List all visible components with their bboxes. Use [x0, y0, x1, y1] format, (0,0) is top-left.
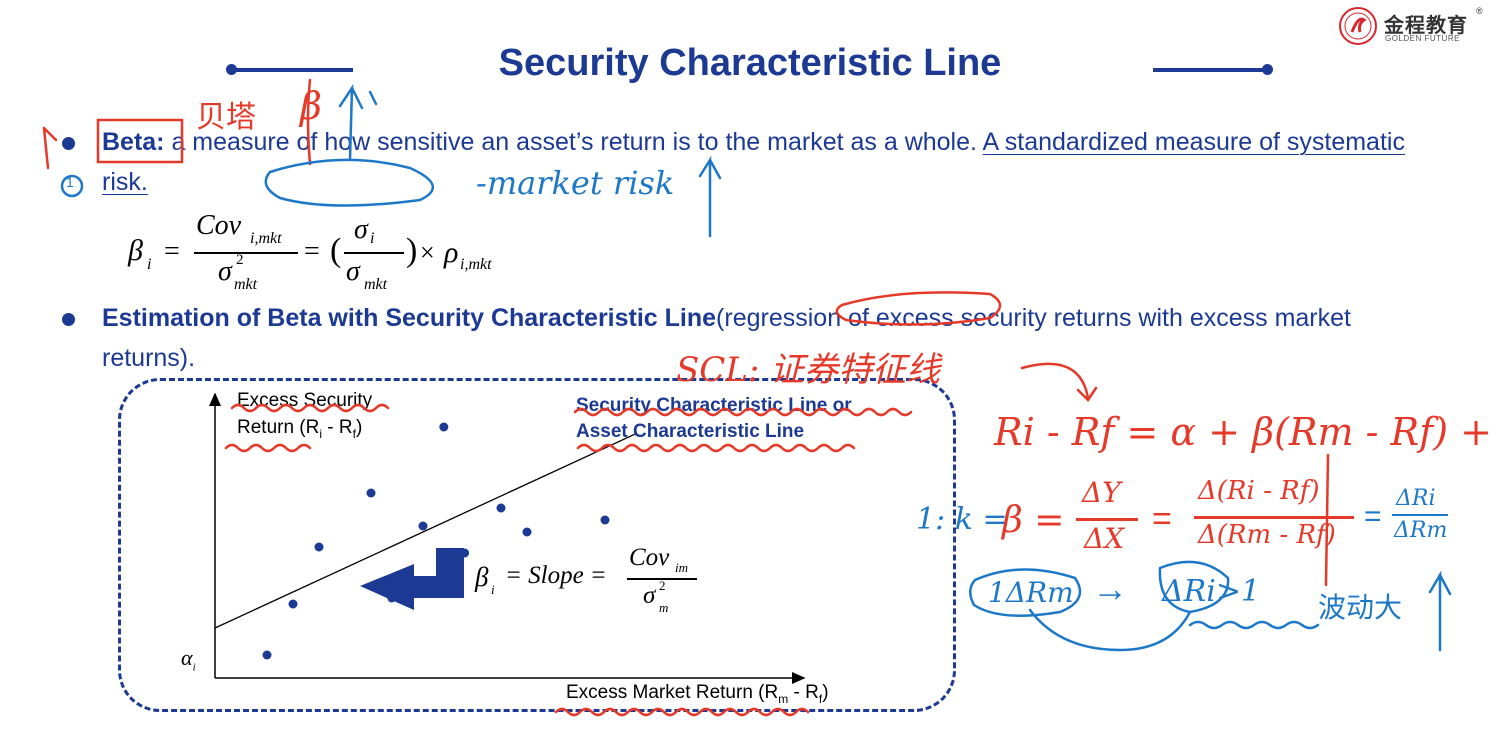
formula-beta: β: [128, 234, 143, 267]
annot-market-risk: -market risk: [476, 164, 675, 202]
beta-formula: β i = Cov i,mkt σ 2 mkt = ( σ i σ mkt ) …: [128, 210, 548, 300]
scl-chart: [209, 392, 806, 684]
data-point-1: [262, 650, 272, 660]
company-logo: 金程教育 ® GOLDEN FUTURE: [1338, 6, 1488, 46]
annot-one-drm: 1ΔRm: [988, 576, 1074, 609]
formula-times: ×: [420, 238, 435, 267]
y-axis-label-line1: Excess Security: [237, 390, 373, 411]
annot-d-den: Δ(Rm - Rf): [1198, 520, 1336, 550]
formula-paren-open: (: [330, 232, 342, 269]
regression-line: [214, 433, 637, 629]
estimation-text: Estimation of Beta with Security Charact…: [102, 298, 1442, 378]
estimation-detail: (regression of excess security returns w…: [102, 304, 1351, 372]
title-rule-left: [233, 68, 353, 72]
slope-beta-sub: i: [491, 582, 495, 597]
formula-rho-sub: i,mkt: [460, 256, 492, 273]
annot-eq2: =: [1152, 500, 1172, 538]
slope-sigma: σ: [643, 582, 656, 609]
formula-rho: ρ: [444, 236, 459, 269]
annot-dri-gt1: ΔRi>1: [1162, 574, 1261, 609]
formula-fraction-bar-2: [344, 252, 404, 254]
logo-seal-icon: [1339, 7, 1377, 45]
alpha-label: αi: [181, 645, 196, 674]
slope-beta: β: [475, 562, 489, 592]
beta-definition-text: a measure of how sensitive an asset’s re…: [164, 128, 983, 156]
title-rule-dot-right: [1262, 64, 1273, 75]
data-point-2: [288, 599, 298, 609]
title-rule-dot-left: [226, 64, 237, 75]
formula-paren-close: ): [406, 232, 418, 269]
annot-dx: ΔX: [1084, 522, 1125, 555]
formula-sigma-i: σ: [354, 214, 368, 245]
annot-dri: ΔRi: [1396, 486, 1436, 511]
formula-sigma-i-sub: i: [370, 230, 375, 247]
slope-cov: Cov: [629, 544, 670, 571]
formula-sigma-sup: 2: [236, 252, 244, 268]
title-rule-right: [1153, 68, 1268, 72]
annot-k-label: 1: k =: [916, 502, 1008, 537]
estimation-term: Estimation of Beta with Security Charact…: [102, 304, 717, 332]
annot-volatility-cn: 波动大: [1318, 591, 1403, 624]
formula-sigma-mkt-2-sub: mkt: [364, 276, 388, 293]
formula-fraction-bar-1: [194, 252, 298, 254]
formula-equals-2: =: [304, 236, 320, 267]
slope-text: = Slope =: [505, 562, 607, 589]
x-axis-label: Excess Market Return (Rm - Rf): [566, 682, 829, 706]
slope-arrow-icon: [360, 548, 464, 610]
beta-definition: Beta: a measure of how sensitive an asse…: [102, 122, 1412, 202]
formula-equals-1: =: [164, 236, 180, 267]
annot-beta-cn: 贝塔: [196, 100, 256, 135]
annot-circled-one: 1: [66, 174, 74, 190]
diagram-frame: [118, 378, 956, 712]
slope-sigma-sub: m: [659, 600, 669, 615]
beta-standardized-measure: A standardized measure of systematic ris…: [102, 128, 1405, 196]
formula-sigma-mkt-2: σ: [346, 256, 360, 287]
logo-trademark: ®: [1476, 6, 1483, 16]
logo-name: 金程教育: [1384, 15, 1468, 37]
beta-term: Beta:: [102, 128, 165, 156]
line-label-1: Security Characteristic Line or: [576, 395, 852, 416]
annot-d-num: Δ(Ri - Rf): [1198, 476, 1320, 506]
annot-dy: ΔY: [1082, 476, 1121, 509]
data-point-11: [600, 515, 610, 525]
annot-eq3: =: [1364, 500, 1382, 533]
annot-scl-cn: SCL: 证券特征线: [676, 350, 941, 390]
annot-beta-eq: β =: [1002, 500, 1065, 541]
slope-cov-sub: im: [675, 560, 688, 575]
annot-arrow-to: →: [1092, 568, 1128, 609]
data-point-4: [366, 488, 376, 498]
annot-frac-bar-1: [1076, 518, 1138, 521]
formula-beta-sub: i: [147, 256, 152, 273]
slope-formula: β i = Slope = Cov im σ 2 m: [475, 540, 715, 620]
annot-frac-bar-3: [1392, 514, 1448, 516]
formula-cov-sub: i,mkt: [250, 230, 282, 247]
annot-frac-bar-2: [1194, 516, 1354, 519]
bullet-marker-1: [62, 137, 75, 150]
annot-scl-equation: Ri - Rf = α + β(Rm - Rf) + ε: [994, 410, 1500, 454]
data-point-3: [314, 542, 324, 552]
data-point-10: [522, 527, 532, 537]
page-title: Security Characteristic Line: [498, 42, 1002, 84]
formula-cov: Cov: [196, 210, 242, 241]
line-label-2: Asset Characteristic Line: [576, 421, 805, 442]
slope-fraction-bar: [627, 578, 697, 580]
data-point-6: [418, 521, 428, 531]
annot-drm: ΔRm: [1394, 518, 1448, 543]
slope-sigma-sup: 2: [659, 578, 666, 593]
data-point-7: [439, 422, 449, 432]
data-point-9: [496, 503, 506, 513]
formula-sigma-mkt: σ: [218, 256, 232, 287]
logo-subtitle: GOLDEN FUTURE: [1385, 34, 1460, 43]
annot-beta-symbol: β: [300, 84, 322, 128]
formula-sigma-mkt-sub: mkt: [234, 276, 258, 293]
y-axis-label-line2: Return (Ri - Rf): [237, 417, 363, 441]
bullet-marker-2: [62, 313, 75, 326]
